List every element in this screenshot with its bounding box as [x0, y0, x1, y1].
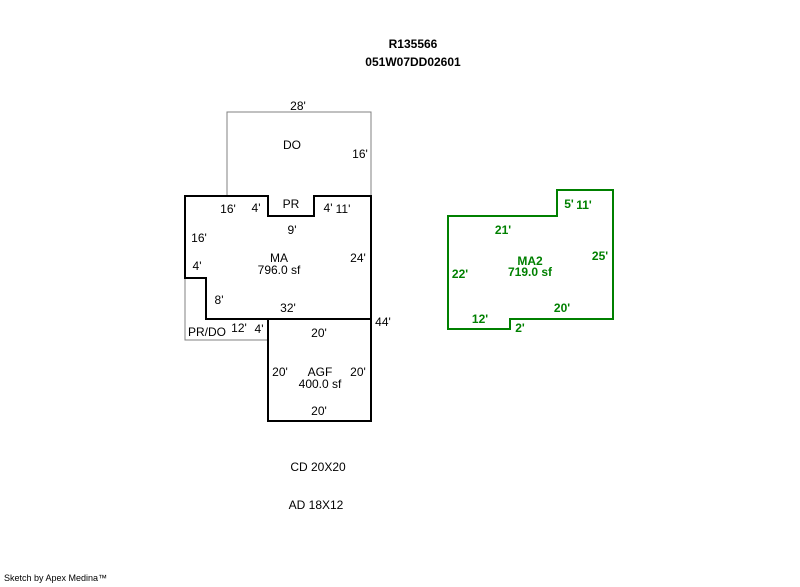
- agf-dim-right: 20': [350, 365, 366, 379]
- ma2-dim: 12': [472, 312, 488, 326]
- do-outline: [226, 111, 372, 196]
- prdo-dim: 4': [255, 322, 264, 336]
- ma2-dim: 25': [592, 249, 608, 263]
- ma-dim: 44': [375, 315, 391, 329]
- ma-dim: 4': [193, 259, 202, 273]
- map-number: 051W07DD02601: [365, 55, 461, 69]
- ma2-dim: 21': [495, 223, 511, 237]
- footer-credit: Sketch by Apex Medina™: [4, 573, 108, 583]
- ma-dim: 16': [191, 231, 207, 245]
- prdo-dim: 12': [231, 321, 247, 335]
- prdo-outline: [184, 278, 268, 341]
- pr-label: PR: [283, 197, 300, 211]
- ma2-area: 719.0 sf: [508, 265, 553, 279]
- do-dim-right: 16': [352, 147, 368, 161]
- ma2-dim: 2': [515, 321, 525, 335]
- ma-dim: 4': [252, 201, 261, 215]
- note-cd: CD 20X20: [290, 460, 346, 474]
- ma-outline: [184, 195, 372, 320]
- ma2-label: MA2: [517, 254, 543, 268]
- ma-dim: 32': [280, 301, 296, 315]
- ma-area: 796.0 sf: [258, 263, 301, 277]
- ma-label: MA: [270, 251, 288, 265]
- ma-dim: 8': [215, 293, 224, 307]
- do-dim-top: 28': [290, 99, 306, 113]
- agf-outline: [267, 319, 372, 422]
- ma2-dim: 20': [554, 301, 570, 315]
- do-label: DO: [283, 138, 301, 152]
- ma2-outline: [447, 189, 614, 330]
- ma2-dim: 5': [564, 197, 574, 211]
- ma-dim: 16': [220, 202, 236, 216]
- agf-label: AGF: [308, 365, 333, 379]
- prdo-label: PR/DO: [188, 325, 226, 339]
- note-ad: AD 18X12: [289, 498, 344, 512]
- agf-dim-left: 20': [272, 365, 288, 379]
- ma2-dim: 11': [576, 198, 592, 212]
- agf-dim-bottom: 20': [311, 404, 327, 418]
- parcel-id: R135566: [389, 37, 438, 51]
- ma-dim: 24': [350, 251, 366, 265]
- ma-dim: 9': [288, 223, 297, 237]
- ma-dim: 11': [336, 202, 351, 216]
- agf-area: 400.0 sf: [299, 377, 342, 391]
- ma-dim: 4': [324, 201, 333, 215]
- ma2-dim: 22': [452, 267, 468, 281]
- agf-dim-top: 20': [311, 326, 327, 340]
